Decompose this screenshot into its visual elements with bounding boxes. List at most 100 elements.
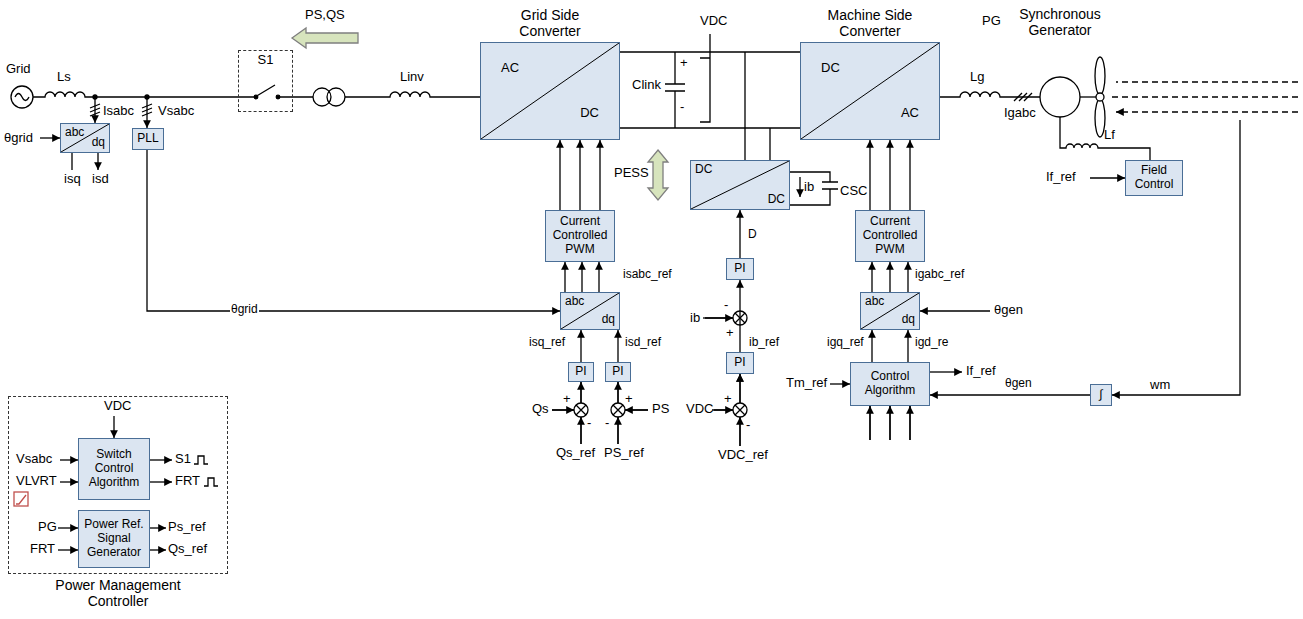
signal (869, 406, 870, 440)
label-text: If_ref (1046, 170, 1076, 185)
label-text: + (724, 392, 732, 407)
signal (889, 406, 890, 440)
label-text: θgrid (4, 131, 33, 146)
sine (15, 94, 29, 101)
label-text: Lf (1104, 128, 1115, 143)
label-text: Isabc (103, 104, 134, 119)
label-text: isq (64, 172, 81, 187)
power-flow-arrow (292, 28, 358, 48)
node-text: abc (65, 126, 84, 140)
node-text: PI (730, 262, 750, 276)
pll-block: PLL (132, 128, 164, 150)
node-text: Current Controlled PWM (549, 215, 611, 256)
node-text: Machine Side Converter (814, 7, 926, 39)
power-wire (33, 92, 255, 97)
label-text: PS (652, 402, 669, 417)
connector (740, 280, 741, 352)
edge-label: isd_ref (624, 336, 662, 350)
converter-box: Machine Side ConverterDCAC (800, 42, 940, 140)
label-text: isd (92, 172, 109, 187)
signal (580, 417, 581, 444)
label-text: PESS (614, 166, 649, 181)
connector (870, 140, 910, 210)
connector-line (580, 330, 581, 362)
label-text: Grid (6, 62, 31, 77)
connector (930, 395, 1090, 396)
supercap (790, 172, 838, 205)
connector-line (909, 140, 910, 210)
pi-controller: PI (726, 352, 754, 374)
node-text: DC (695, 163, 712, 177)
integrator: ∫ (1090, 384, 1112, 406)
pulse (204, 478, 218, 486)
signal (617, 382, 618, 403)
pi-controller: PI (726, 258, 754, 280)
label-text: wm (1150, 378, 1170, 393)
dc-link-wire (745, 52, 770, 160)
shaft (1080, 96, 1097, 97)
grid-source (11, 86, 33, 108)
edge-label: ib_ref (748, 336, 780, 350)
phase-slash (142, 104, 152, 116)
field-winding (1060, 117, 1150, 160)
signal (60, 459, 78, 460)
connector-line (559, 140, 560, 210)
label-text: VDC (700, 14, 727, 29)
signal (72, 153, 98, 170)
signal (150, 549, 166, 550)
synchronous-generator (1040, 77, 1080, 117)
label-text: Linv (400, 70, 424, 85)
connector (872, 330, 873, 362)
switch-contact (276, 95, 280, 99)
connector-line (599, 140, 600, 210)
label-text: + (563, 392, 571, 407)
node-text: dq (92, 136, 105, 150)
node-text: PI (572, 365, 590, 379)
pulse (194, 456, 208, 464)
node-dot (93, 95, 97, 99)
signal (580, 382, 581, 403)
connector (560, 140, 600, 210)
signal (870, 406, 910, 440)
edge-label: isq_ref (528, 336, 566, 350)
edge-label: θgen (1004, 377, 1033, 391)
node-text: dq (902, 313, 915, 327)
label-text: θgen (994, 303, 1023, 318)
edge-label: isabc_ref (622, 268, 673, 282)
edge-label: igabc_ref (914, 268, 965, 282)
transform-block: abcdq (60, 123, 110, 153)
signal (58, 527, 78, 528)
label-text: - (587, 416, 591, 431)
label-text: + (726, 326, 734, 341)
label-text: Qs_ref (556, 446, 595, 461)
switch (255, 85, 313, 97)
ramp-icon (16, 495, 26, 504)
label-text: Tm_ref (786, 376, 827, 391)
field-control: Field Control (1125, 160, 1183, 196)
connector-line (739, 280, 740, 352)
connector-line (617, 330, 618, 362)
signal (150, 527, 166, 528)
voltage-sense (146, 97, 147, 128)
pwm-block: Current Controlled PWM (545, 210, 615, 262)
label-text: Synchronous Generator (1005, 6, 1115, 38)
connector (581, 330, 582, 362)
diagonal (481, 43, 619, 139)
pi-controller: PI (568, 362, 594, 382)
signal (552, 409, 574, 410)
node-dot (145, 95, 149, 99)
label-text: Vsabc (158, 104, 194, 119)
connector (618, 330, 619, 362)
node-text: PI (730, 356, 750, 370)
signal (617, 417, 618, 444)
node-text: Control Algorithm (854, 370, 926, 398)
connector (565, 262, 599, 292)
transformer (327, 88, 345, 106)
ramp-icon (14, 492, 28, 506)
node-text: DC (768, 193, 785, 207)
node-text: PLL (136, 132, 160, 146)
node-text: Switch Control Algorithm (82, 448, 146, 489)
signal (930, 371, 962, 372)
node-text: ∫ (1094, 388, 1108, 402)
node-text: Power Ref. Signal Generator (82, 518, 146, 559)
